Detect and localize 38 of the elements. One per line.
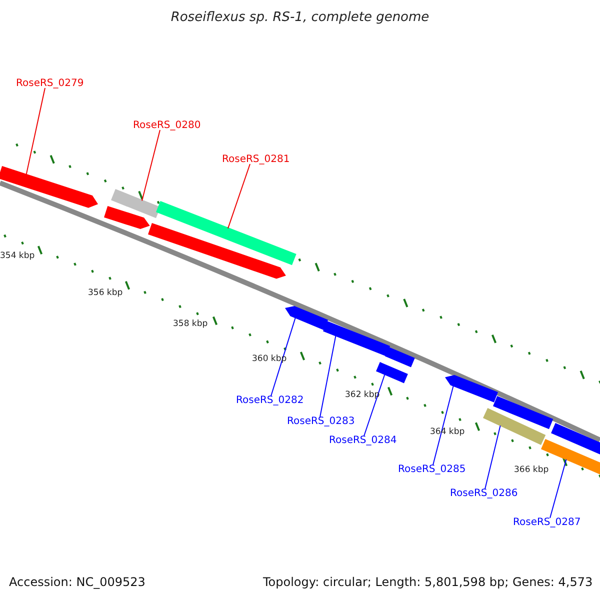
gene-bar [445, 374, 498, 402]
leader-line [142, 130, 160, 202]
gene-bar [322, 320, 390, 356]
scale-label: 358 kbp [173, 319, 208, 329]
gene-bar [550, 422, 600, 456]
gene-label: RoseRS_0283 [287, 416, 355, 427]
leader-line [432, 385, 454, 466]
footer-text: Accession: NC_009523 [9, 575, 146, 589]
gene-label: RoseRS_0285 [398, 464, 466, 475]
gene-bar [492, 396, 554, 430]
gene-label: RoseRS_0284 [329, 435, 397, 446]
gene-label: RoseRS_0281 [222, 154, 290, 165]
leader-line [26, 88, 46, 175]
gene-label: RoseRS_0280 [133, 120, 201, 131]
gene-label: RoseRS_0286 [450, 488, 518, 499]
gene-bar [285, 306, 328, 330]
leader-line [550, 458, 567, 518]
gene-bar [156, 201, 296, 266]
gene-label: RoseRS_0279 [16, 78, 84, 89]
gene-label: RoseRS_0287 [513, 517, 581, 528]
leader-line [484, 425, 501, 490]
gene-bar [482, 408, 546, 445]
gene-label: RoseRS_0282 [236, 395, 304, 406]
gene-bar [376, 362, 408, 384]
leader-line [320, 335, 336, 418]
scale-label: 366 kbp [514, 465, 549, 475]
gene-bar [0, 166, 98, 208]
gene-bar [148, 223, 286, 280]
scale-label: 354 kbp [0, 251, 35, 261]
leader-line [270, 317, 296, 396]
footer-text: Topology: circular; Length: 5,801,598 bp; Genes: 4,573 [263, 575, 593, 589]
title: Roseiflexus sp. RS-1, complete genome [170, 10, 430, 25]
leader-line [364, 374, 386, 436]
gene-bar [104, 206, 150, 230]
gene-bar [110, 189, 160, 219]
leader-line [227, 164, 250, 229]
gene-bar [385, 347, 415, 368]
scale-label: 356 kbp [88, 288, 123, 298]
